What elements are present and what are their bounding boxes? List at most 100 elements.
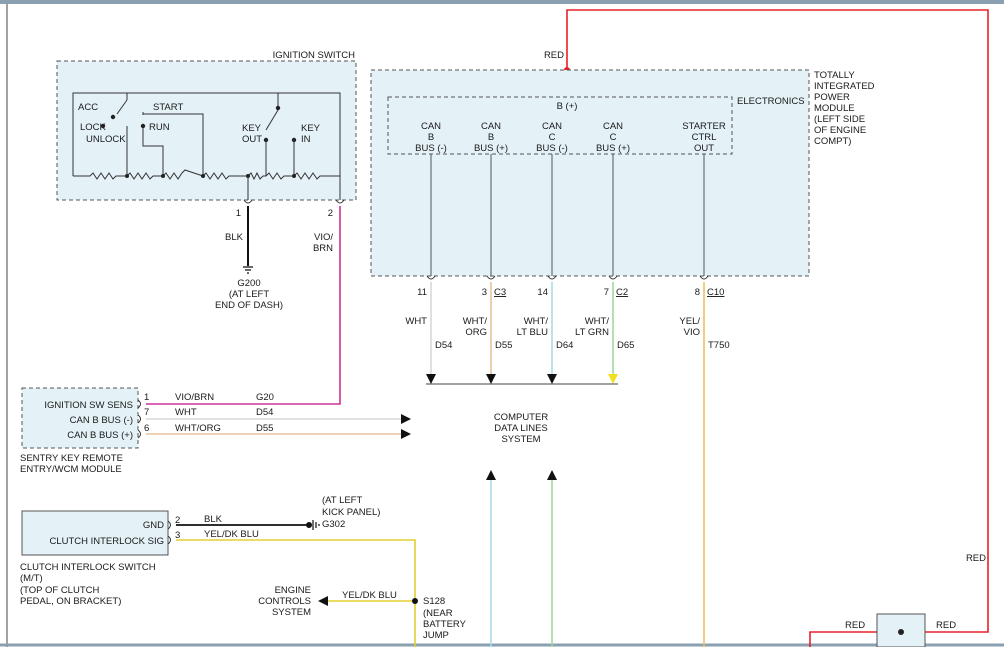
acc-contact: [110, 114, 116, 120]
run-path: [142, 128, 164, 176]
clutch-row-1-wire: BLK: [204, 514, 223, 525]
output-2-pin: 14: [537, 287, 548, 298]
red-label-bottom-right: RED: [936, 620, 956, 631]
ignition-switch-title: IGNITION SWITCH: [273, 50, 355, 61]
ground-symbol-g200: [243, 266, 253, 274]
output-1-circuit: D55: [495, 340, 512, 351]
clutch-row-2-label: CLUTCH INTERLOCK SIG: [49, 536, 164, 547]
b-plus-label: B (+): [557, 101, 578, 112]
pin1-label: 1: [236, 208, 241, 219]
output-1-connector: [486, 275, 496, 280]
data-lines-2: DATA LINES: [494, 423, 548, 434]
clutch-row-1-label: GND: [143, 520, 164, 531]
red-label-top: RED: [544, 50, 564, 61]
lock-contact: [100, 123, 106, 129]
sentry-row-1-pin: 1: [144, 392, 149, 403]
sentry-row-2-label: CAN B BUS (-): [70, 415, 133, 426]
output-3-circuit: D65: [617, 340, 634, 351]
sentry-row-1-wire: VIO/BRN: [175, 392, 214, 403]
ground-symbol-g302: [312, 520, 320, 530]
arrow-d55: [401, 429, 411, 439]
output-4-pin: 8: [695, 287, 700, 298]
ladder-node-2: [161, 174, 165, 178]
output-4-conn: C10: [707, 287, 724, 298]
g302-terminal: [306, 522, 312, 528]
output-4-circuit: T750: [708, 340, 730, 351]
sentry-row-3-pin: 6: [144, 423, 149, 434]
ladder-left: [72, 92, 127, 176]
output-4-connector: [699, 275, 709, 280]
output-2-wire-color-0: WHT/: [524, 316, 549, 327]
engine-controls-1: ENGINE: [275, 585, 311, 596]
pin1-connector: [243, 199, 253, 204]
electronics-label: ELECTRONICS: [737, 96, 805, 107]
output-1-label-2: BUS (+): [474, 143, 508, 154]
tipm-title-5: (LEFT SIDE: [814, 114, 865, 125]
g200-loc-2: END OF DASH): [215, 300, 283, 311]
run-label: RUN: [149, 122, 170, 133]
clutch-title-2: (M/T): [20, 573, 43, 584]
output-1-label-0: CAN: [481, 121, 501, 132]
output-3-arrow: [608, 374, 618, 384]
output-2-label-1: C: [549, 132, 556, 143]
data-lines-3: SYSTEM: [501, 434, 540, 445]
output-0-connector: [426, 275, 436, 280]
s128-id: S128: [423, 596, 445, 607]
output-4-label-0: STARTER: [682, 121, 726, 132]
s128-node: [412, 598, 418, 604]
ladder-node-5: [292, 174, 296, 178]
engine-controls-2: CONTROLS: [258, 596, 311, 607]
data-lines-1: COMPUTER: [494, 412, 549, 423]
sentry-row-2-circuit: D54: [256, 407, 273, 418]
fuse-block: [876, 613, 926, 647]
key-out-label-1: KEY: [242, 123, 262, 134]
output-2-label-2: BUS (-): [536, 143, 568, 154]
resistor-ladder: [73, 169, 340, 181]
tipm-title-4: MODULE: [814, 103, 855, 114]
s128-loc-1: (NEAR: [423, 608, 453, 619]
output-2-label-0: CAN: [542, 121, 562, 132]
up-arrow-1: [486, 470, 496, 480]
sentry-title-2: ENTRY/WCM MODULE: [20, 464, 122, 475]
s128-loc-2: BATTERY: [423, 619, 467, 630]
output-1-arrow: [486, 374, 496, 384]
output-3-connector: [608, 275, 618, 280]
output-1-label-1: B: [488, 132, 494, 143]
sentry-row-3-circuit: D55: [256, 423, 273, 434]
ladder-node-3: [201, 174, 205, 178]
ground-g200: BLK G200 (AT LEFT END OF DASH): [215, 206, 283, 311]
g302-loc-2: KICK PANEL): [322, 507, 380, 518]
sentry-module: SENTRY KEY REMOTE ENTRY/WCM MODULE IGNIT…: [20, 387, 411, 475]
lock-label: LOCK: [80, 122, 107, 133]
output-2-wire-color-1: LT BLU: [517, 327, 548, 338]
electronics-box: [387, 96, 733, 155]
tipm-title-7: COMPT): [814, 136, 851, 147]
tipm-title-2: INTEGRATED: [814, 81, 875, 92]
sentry-connector: [137, 399, 141, 439]
start-label: START: [153, 102, 183, 113]
output-3-label-0: CAN: [603, 121, 623, 132]
output-3-pin: 7: [604, 287, 609, 298]
output-3-wire-color-1: LT GRN: [575, 327, 609, 338]
clutch-title-1: CLUTCH INTERLOCK SWITCH: [20, 562, 156, 573]
red-label-right: RED: [966, 553, 986, 564]
key-contact-top: [275, 105, 281, 111]
acc-label: ACC: [78, 102, 98, 113]
arrow-d54: [401, 414, 411, 424]
arrow-engine-controls: [318, 596, 328, 606]
vio-brn-wire: [146, 206, 341, 405]
output-1-conn: C3: [494, 287, 506, 298]
sentry-row-3-label: CAN B BUS (+): [67, 430, 133, 441]
sentry-row-2-wire: WHT: [175, 407, 197, 418]
output-0-circuit: D54: [435, 340, 452, 351]
output-0-label-0: CAN: [421, 121, 441, 132]
key-paths: [265, 140, 295, 176]
unlock-label: UNLOCK: [86, 134, 126, 145]
clutch-row-2-wire: YEL/DK BLU: [204, 529, 259, 540]
g200-wire-color: BLK: [225, 232, 244, 243]
output-3-wire-color-0: WHT/: [585, 316, 610, 327]
sentry-row-3-wire: WHT/ORG: [175, 423, 221, 434]
run-contact: [140, 123, 146, 129]
pin2-connector: [335, 199, 345, 204]
